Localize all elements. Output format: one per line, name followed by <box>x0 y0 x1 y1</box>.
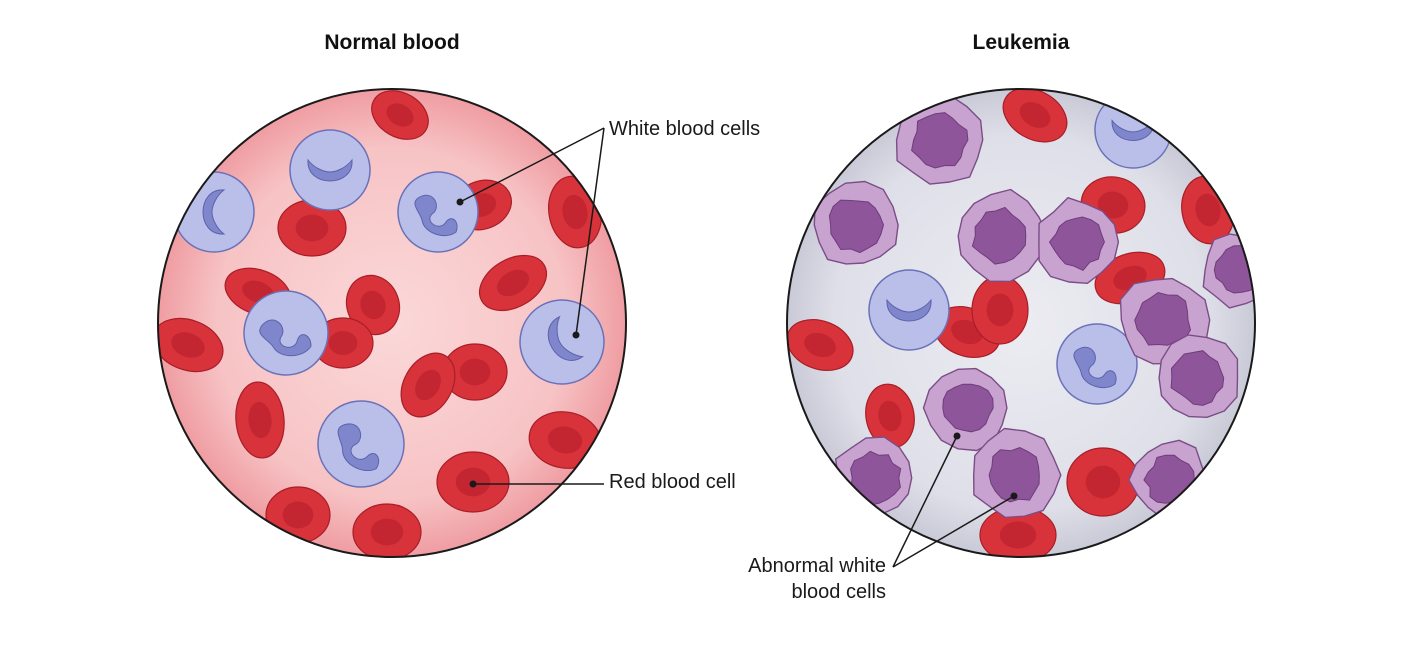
leader-line-wbc-1 <box>459 127 605 203</box>
red-blood-cell <box>528 411 602 469</box>
white-blood-cells-label: White blood cells <box>609 118 761 140</box>
red-blood-cell <box>235 381 285 459</box>
normal-blood-cells <box>158 90 605 557</box>
white-blood-cell <box>1056 323 1138 405</box>
abnormal-white-blood-cell <box>1158 334 1239 418</box>
leader-line-abnormal-2 <box>892 495 1015 568</box>
normal-blood-title: Normal blood <box>324 31 460 54</box>
leader-dot-wbc-1 <box>456 198 464 206</box>
leader-dot-wbc-2 <box>572 331 580 339</box>
normal-blood-panel <box>157 88 627 558</box>
red-blood-cell <box>345 274 401 336</box>
white-blood-cell <box>317 400 405 488</box>
abnormal-label-line-2: blood cells <box>791 581 886 603</box>
abnormal-white-blood-cells-label: Abnormal white blood cells <box>686 553 886 605</box>
leukemia-cells <box>787 89 1255 557</box>
abnormal-white-blood-cell <box>813 180 899 265</box>
red-blood-cell <box>1002 89 1068 143</box>
red-blood-cell <box>400 352 456 418</box>
red-blood-cell <box>277 199 347 257</box>
abnormal-white-blood-cell <box>895 92 984 185</box>
abnormal-white-blood-cell <box>973 427 1062 519</box>
red-blood-cell-label: Red blood cell <box>609 471 736 493</box>
red-blood-cell <box>352 503 422 557</box>
leader-dot-abnormal-1 <box>953 432 961 440</box>
abnormal-white-blood-cell <box>1038 197 1120 284</box>
red-blood-cell <box>265 486 331 544</box>
leukemia-panel <box>786 88 1256 558</box>
abnormal-label-line-1: Abnormal white <box>748 555 886 577</box>
normal-blood-outline <box>157 88 627 558</box>
white-blood-cell <box>868 269 950 351</box>
red-blood-cell <box>478 254 548 312</box>
red-blood-cell <box>442 343 508 401</box>
leukemia-title: Leukemia <box>972 31 1070 54</box>
red-blood-cell <box>979 506 1057 557</box>
red-blood-cell <box>787 319 854 371</box>
leader-line-abnormal-1 <box>892 435 958 568</box>
leader-dot-rbc <box>469 480 477 488</box>
red-blood-cell <box>158 317 224 373</box>
red-blood-cell <box>371 90 429 140</box>
leader-line-wbc-2 <box>575 127 605 336</box>
leader-dot-abnormal-2 <box>1010 492 1018 500</box>
white-blood-cell <box>289 129 371 211</box>
leader-dots <box>456 198 1018 500</box>
leader-lines <box>459 127 1015 568</box>
abnormal-white-blood-cell <box>922 367 1008 452</box>
abnormal-white-blood-cell <box>957 188 1049 283</box>
red-blood-cell <box>1066 447 1140 517</box>
white-blood-cell <box>519 299 605 385</box>
white-blood-cell <box>397 171 479 253</box>
red-blood-cell <box>971 275 1029 345</box>
white-blood-cell <box>243 290 329 376</box>
leukemia-outline <box>786 88 1256 558</box>
white-blood-cell <box>1094 91 1172 169</box>
